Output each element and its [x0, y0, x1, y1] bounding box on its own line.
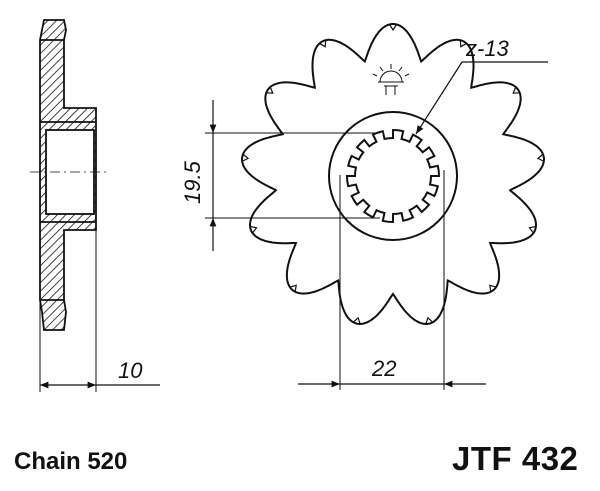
- tooth-count-leader: [415, 61, 548, 135]
- outer-dimension-label: 22: [371, 356, 396, 381]
- sun-pi-logo-icon: [372, 64, 410, 95]
- chain-size-label: Chain 520: [14, 448, 128, 475]
- tooth-tip-notches: [241, 23, 545, 325]
- hub-circle: [328, 111, 458, 241]
- part-number-label: JTF 432: [452, 440, 579, 477]
- sprocket-outline: [241, 23, 545, 325]
- tooth-count-label: z-13: [465, 36, 510, 61]
- sprocket-front-view: [241, 23, 545, 325]
- side-profile-view: [30, 19, 110, 392]
- spline-dimension-label: 19.5: [180, 160, 205, 204]
- width-dimension-label: 10: [118, 358, 143, 383]
- front-view-dimension-lines: [205, 132, 445, 390]
- spline-bore-outline: [345, 128, 441, 224]
